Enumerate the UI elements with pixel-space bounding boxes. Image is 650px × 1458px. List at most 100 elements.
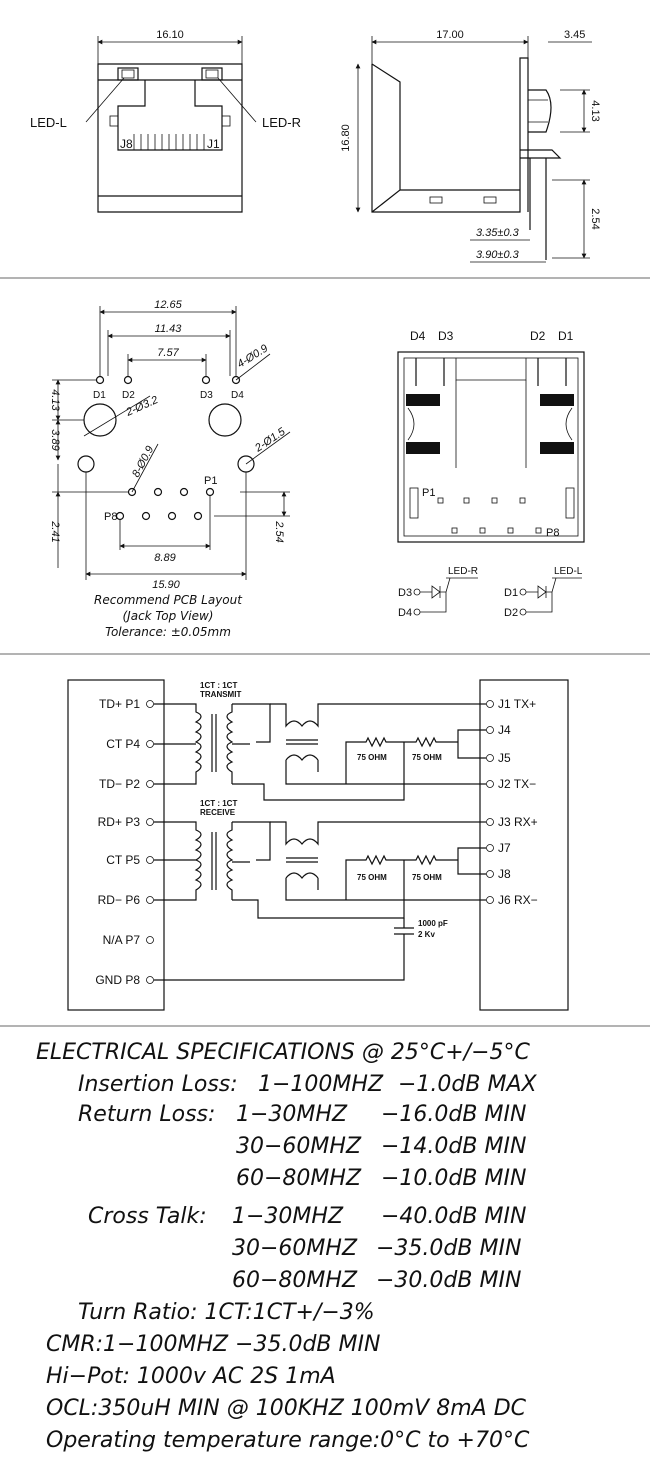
pcb-dim-3: 7.57 [157, 347, 179, 359]
return-loss-label: Return Loss: [78, 1102, 216, 1127]
mechanical-drawing: 16.10 J8 J1 LED-L LED-R 17.00 3. [0, 29, 650, 1027]
top-view: D4 D3 D2 D1 P1 P8 LED-R D3 D4 [397, 329, 585, 619]
cross-talk-freq-1: 1−30MHZ [232, 1204, 344, 1229]
top-led-l: LED-L [554, 566, 583, 577]
tx-ratio-label: 1CT : 1CT [200, 681, 237, 690]
top-d1: D1 [558, 329, 574, 343]
left-pin-7: GND P8 [95, 973, 140, 987]
cross-talk-val-3: −30.0dB MIN [376, 1268, 522, 1293]
cross-talk-val-1: −40.0dB MIN [381, 1204, 527, 1229]
insertion-loss-value: −1.0dB MAX [398, 1072, 537, 1097]
pcb-led-holes: 4-Ø0.9 [235, 343, 270, 371]
side-view: 17.00 3.45 16.80 4.13 2.54 3.35±0.3 3.90… [340, 29, 601, 263]
rx-resistor-1: 75 OHM [357, 873, 387, 882]
side-length-dim: 17.00 [436, 29, 464, 41]
insertion-loss-freq: 1−100MHZ [258, 1072, 384, 1097]
right-pin-circles [486, 700, 494, 904]
pcb-pin-p1: P1 [204, 475, 217, 487]
return-loss-val-2: −14.0dB MIN [381, 1134, 527, 1159]
top-d3: D3 [438, 329, 454, 343]
pcb-pin-d1: D1 [93, 390, 106, 401]
pin-j1-label: J1 [207, 137, 220, 151]
cross-talk-freq-3: 60−80MHZ [232, 1268, 358, 1293]
pcb-signal-holes [115, 487, 215, 521]
operating-temperature: Operating temperature range:0°C to +70°C [46, 1428, 530, 1453]
pcb-caption-3: Tolerance: ±0.05mm [105, 625, 231, 639]
pcb-dim-2: 11.43 [155, 323, 183, 335]
cross-talk-val-2: −35.0dB MIN [376, 1236, 522, 1261]
pcb-pin-d3: D3 [200, 390, 213, 401]
pcb-caption-2: (Jack Top View) [123, 609, 214, 623]
right-pin-2: J5 [498, 751, 511, 765]
right-pin-6: J8 [498, 867, 511, 881]
right-pin-1: J4 [498, 723, 511, 737]
tx-resistor-2: 75 OHM [412, 753, 442, 762]
pcb-layout: 12.65 11.43 7.57 D1 D2 D3 D4 4-Ø0.9 2-Ø3… [49, 299, 291, 639]
pcb-dim-6: 2.41 [49, 520, 61, 542]
tx-resistor-1: 75 OHM [357, 753, 387, 762]
left-pin-3: RD+ P3 [98, 815, 141, 829]
side-pitch-dim: 2.54 [589, 208, 601, 229]
tx-label: TRANSMIT [200, 690, 241, 699]
pcb-dim-7: 8.89 [154, 552, 175, 564]
top-p8: P8 [546, 527, 559, 539]
right-pin-labels: J1 TX+ J4 J5 J2 TX− J3 RX+ J7 J8 J6 RX− [498, 697, 538, 907]
led-right-label: LED-R [262, 115, 301, 130]
return-loss-val-1: −16.0dB MIN [381, 1102, 527, 1127]
side-offset-dim-2: 3.90±0.3 [476, 249, 520, 261]
left-pin-0: TD+ P1 [99, 697, 140, 711]
right-pin-3: J2 TX− [498, 777, 536, 791]
top-d2: D2 [530, 329, 546, 343]
pcb-dim-8: 2.54 [273, 520, 285, 542]
front-width-dim: 16.10 [156, 29, 184, 41]
return-loss-freq-2: 30−60MHZ [236, 1134, 362, 1159]
cmr: CMR:1−100MHZ −35.0dB MIN [46, 1332, 381, 1357]
left-pin-1: CT P4 [106, 737, 140, 751]
rx-ratio-label: 1CT : 1CT [200, 799, 237, 808]
hi-pot: Hi−Pot: 1000v AC 2S 1mA [46, 1364, 336, 1389]
pcb-shield-holes: 2-Ø1.5 [252, 425, 288, 455]
left-pin-4: CT P5 [106, 853, 140, 867]
rx-label: RECEIVE [200, 808, 236, 817]
pcb-dim-5: 3.89 [49, 429, 61, 450]
top-p1: P1 [422, 487, 435, 499]
ocl: OCL:350uH MIN @ 100KHZ 100mV 8mA DC [46, 1396, 526, 1421]
side-height-dim: 16.80 [340, 124, 352, 152]
pcb-dim-9: 15.90 [152, 579, 180, 591]
left-pin-labels: TD+ P1 CT P4 TD− P2 RD+ P3 CT P5 RD− P6 … [95, 697, 140, 987]
right-pin-7: J6 RX− [498, 893, 538, 907]
top-led-l-k: D2 [504, 607, 518, 619]
front-view: 16.10 J8 J1 LED-L LED-R [30, 29, 301, 213]
schematic: TD+ P1 CT P4 TD− P2 RD+ P3 CT P5 RD− P6 … [67, 679, 569, 1011]
side-tab-dim: 3.45 [564, 29, 585, 41]
top-led-r-a: D3 [398, 587, 412, 599]
led-left-label: LED-L [30, 115, 67, 130]
top-led-r-k: D4 [398, 607, 412, 619]
pcb-caption-1: Recommend PCB Layout [94, 593, 243, 607]
cap-voltage: 2 Kv [418, 930, 435, 939]
top-d4: D4 [410, 329, 426, 343]
left-pin-6: N/A P7 [103, 933, 141, 947]
top-led-l-a: D1 [504, 587, 518, 599]
return-loss-val-3: −10.0dB MIN [381, 1166, 527, 1191]
cap-value: 1000 pF [418, 919, 448, 928]
pcb-dim-4: 4.13 [49, 389, 61, 411]
return-loss-freq-1: 1−30MHZ [236, 1102, 348, 1127]
pcb-pin-d2: D2 [122, 390, 135, 401]
insertion-loss-label: Insertion Loss: [78, 1072, 238, 1097]
spec-heading: ELECTRICAL SPECIFICATIONS @ 25°C+/−5°C [36, 1040, 530, 1065]
pcb-pin-d4: D4 [231, 390, 244, 401]
turn-ratio: Turn Ratio: 1CT:1CT+/−3% [78, 1300, 375, 1325]
side-clip-dim: 4.13 [589, 100, 601, 121]
pcb-signal-holes-label: 8-Ø0.9 [130, 444, 156, 479]
pcb-pin-p8: P8 [104, 511, 117, 523]
right-pin-0: J1 TX+ [498, 697, 536, 711]
pin-j8-label: J8 [120, 137, 133, 151]
rx-resistor-2: 75 OHM [412, 873, 442, 882]
left-pin-5: RD− P6 [98, 893, 141, 907]
left-pin-2: TD− P2 [99, 777, 140, 791]
left-pin-circles [146, 700, 154, 984]
return-loss-freq-3: 60−80MHZ [236, 1166, 362, 1191]
right-pin-5: J7 [498, 841, 511, 855]
cross-talk-label: Cross Talk: [88, 1204, 207, 1229]
